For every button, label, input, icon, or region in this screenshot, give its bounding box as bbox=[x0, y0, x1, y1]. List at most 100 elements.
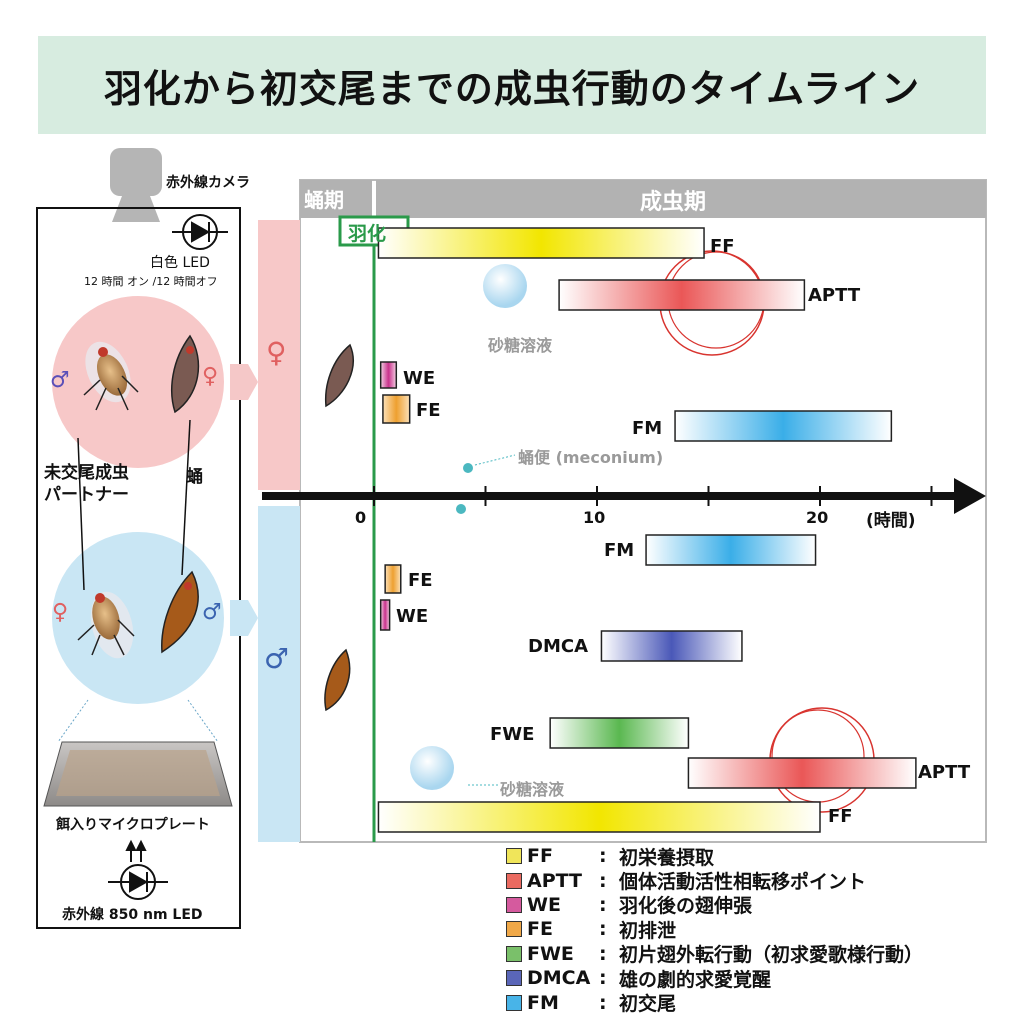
legend-code: FWE bbox=[527, 942, 574, 965]
male-dmca-bar bbox=[600, 630, 743, 662]
male-fe-bar bbox=[384, 564, 402, 594]
time-axis-arrowhead-icon bbox=[954, 478, 986, 514]
female-ff-label: FF bbox=[710, 236, 735, 257]
pupal-header-bg bbox=[300, 180, 372, 218]
male-fe-label: FE bbox=[408, 570, 433, 591]
male-fwe-bar bbox=[549, 717, 690, 749]
title-banner: 羽化から初交尾までの成虫行動のタイムライン bbox=[38, 36, 986, 134]
male-test-well bbox=[52, 532, 224, 704]
pupa-pointer bbox=[181, 419, 191, 576]
axis-tick-label: 10 bbox=[583, 508, 606, 527]
page-title: 羽化から初交尾までの成虫行動のタイムライン bbox=[103, 66, 921, 111]
legend-swatch bbox=[506, 945, 522, 962]
legend-desc: 初片翅外転行動（初求愛歌様行動） bbox=[619, 944, 924, 967]
legend-item: FM:初交尾 bbox=[506, 990, 1006, 1016]
male-pupa-icon bbox=[324, 648, 351, 712]
male-ff-label: FF bbox=[828, 806, 853, 827]
female-aptt-label: APTT bbox=[808, 285, 861, 306]
male-we-label: WE bbox=[396, 606, 429, 627]
partner-label: 未交尾成虫 パートナー bbox=[44, 463, 129, 505]
female-we-label: WE bbox=[403, 368, 436, 389]
plate-link bbox=[187, 699, 219, 743]
male-dmca-label: DMCA bbox=[528, 636, 588, 657]
male-aptt-label: APTT bbox=[918, 762, 971, 783]
axis-tick-label: 20 bbox=[806, 508, 829, 527]
female-ff-bar bbox=[377, 227, 705, 259]
legend-swatch bbox=[506, 994, 522, 1011]
enclosure-box bbox=[36, 207, 241, 929]
legend-code: APTT bbox=[527, 869, 582, 892]
meconium-label: 蛹便 (meconium) bbox=[518, 448, 664, 467]
female-symbol-2: ♀ bbox=[52, 600, 69, 625]
legend-swatch bbox=[506, 970, 522, 987]
male-sidebar bbox=[258, 506, 300, 842]
legend-item: FF:初栄養摂取 bbox=[506, 844, 1006, 869]
male-fwe-label: FWE bbox=[490, 724, 535, 745]
axis-tick-label: 0 bbox=[355, 508, 367, 527]
legend-swatch bbox=[506, 848, 522, 865]
male-panel-symbol: ♂ bbox=[264, 642, 290, 675]
partner-pointer bbox=[77, 437, 85, 591]
male-symbol: ♂ bbox=[50, 368, 70, 393]
meconium-pointer bbox=[474, 454, 516, 466]
legend-item: FWE:初片翅外転行動（初求愛歌様行動） bbox=[506, 942, 1006, 966]
adult-period-header: 成虫期 bbox=[640, 190, 707, 215]
legend-code: FM bbox=[527, 991, 559, 1014]
legend-code: FF bbox=[527, 845, 553, 868]
female-sidebar bbox=[258, 220, 300, 490]
legend-code: WE bbox=[527, 893, 561, 916]
legend-swatch bbox=[506, 896, 522, 913]
sucrose-drop-icon bbox=[483, 264, 527, 308]
microplate-icon bbox=[43, 741, 233, 807]
plate-link bbox=[57, 699, 89, 743]
sucrose-label: 砂糖溶液 bbox=[500, 780, 565, 799]
sucrose-label: 砂糖溶液 bbox=[488, 336, 553, 355]
pupal-period-header: 蛹期 bbox=[304, 188, 344, 212]
legend-desc: 個体活動活性相転移ポイント bbox=[619, 871, 867, 894]
legend-item: APTT:個体活動活性相転移ポイント bbox=[506, 868, 1006, 894]
female-pupa-icon bbox=[171, 334, 200, 414]
male-symbol-2: ♂ bbox=[202, 600, 222, 625]
camera-label: 赤外線カメラ bbox=[166, 175, 250, 191]
legend-code: FE bbox=[527, 918, 553, 941]
legend-desc: 初排泄 bbox=[619, 919, 677, 942]
adult-header-bg bbox=[376, 180, 986, 218]
white-led-icon bbox=[172, 214, 228, 250]
legend-item: FE:初排泄 bbox=[506, 917, 1006, 942]
legend-item: DMCA:雄の劇的求愛覚醒 bbox=[506, 966, 1006, 991]
legend-desc: 雄の劇的求愛覚醒 bbox=[619, 968, 772, 991]
female-arrow-icon bbox=[230, 364, 258, 400]
legend-item: WE:羽化後の翅伸張 bbox=[506, 893, 1006, 917]
male-aptt-bar bbox=[687, 757, 917, 789]
female-fe-bar bbox=[382, 394, 411, 424]
male-pupa-icon bbox=[161, 570, 199, 654]
female-fm-bar bbox=[674, 410, 893, 442]
eclosion-label: 羽化 bbox=[348, 223, 387, 245]
female-fe-label: FE bbox=[416, 400, 441, 421]
legend-swatch bbox=[506, 921, 522, 938]
female-test-well bbox=[52, 296, 224, 468]
female-pupa-icon bbox=[324, 343, 354, 408]
legend: FF:初栄養摂取 APTT:個体活動活性相転移ポイント WE:羽化後の翅伸張 F… bbox=[506, 844, 1006, 1015]
male-fm-label: FM bbox=[604, 540, 635, 561]
meconium-drop-icon bbox=[463, 463, 473, 473]
legend-code: DMCA bbox=[527, 967, 591, 990]
male-fm-bar bbox=[645, 534, 817, 566]
female-fm-label: FM bbox=[632, 418, 663, 439]
legend-desc: 初交尾 bbox=[619, 993, 677, 1016]
male-we-bar bbox=[379, 599, 391, 631]
male-arrow-icon bbox=[230, 600, 258, 636]
sucrose-drop-icon bbox=[410, 746, 454, 790]
ir-led-label: 赤外線 850 nm LED bbox=[62, 907, 203, 923]
female-symbol: ♀ bbox=[202, 364, 219, 389]
partner-female-fly-icon bbox=[77, 591, 135, 659]
light-cycle-label: 12 時間 オン /12 時間オフ bbox=[84, 275, 218, 288]
male-ff-bar bbox=[377, 801, 821, 833]
axis-unit-label: (時間) bbox=[866, 511, 916, 531]
camera-icon bbox=[110, 148, 162, 196]
legend-swatch bbox=[506, 872, 522, 889]
female-panel-symbol: ♀ bbox=[266, 336, 287, 369]
female-aptt-bar bbox=[558, 279, 806, 311]
